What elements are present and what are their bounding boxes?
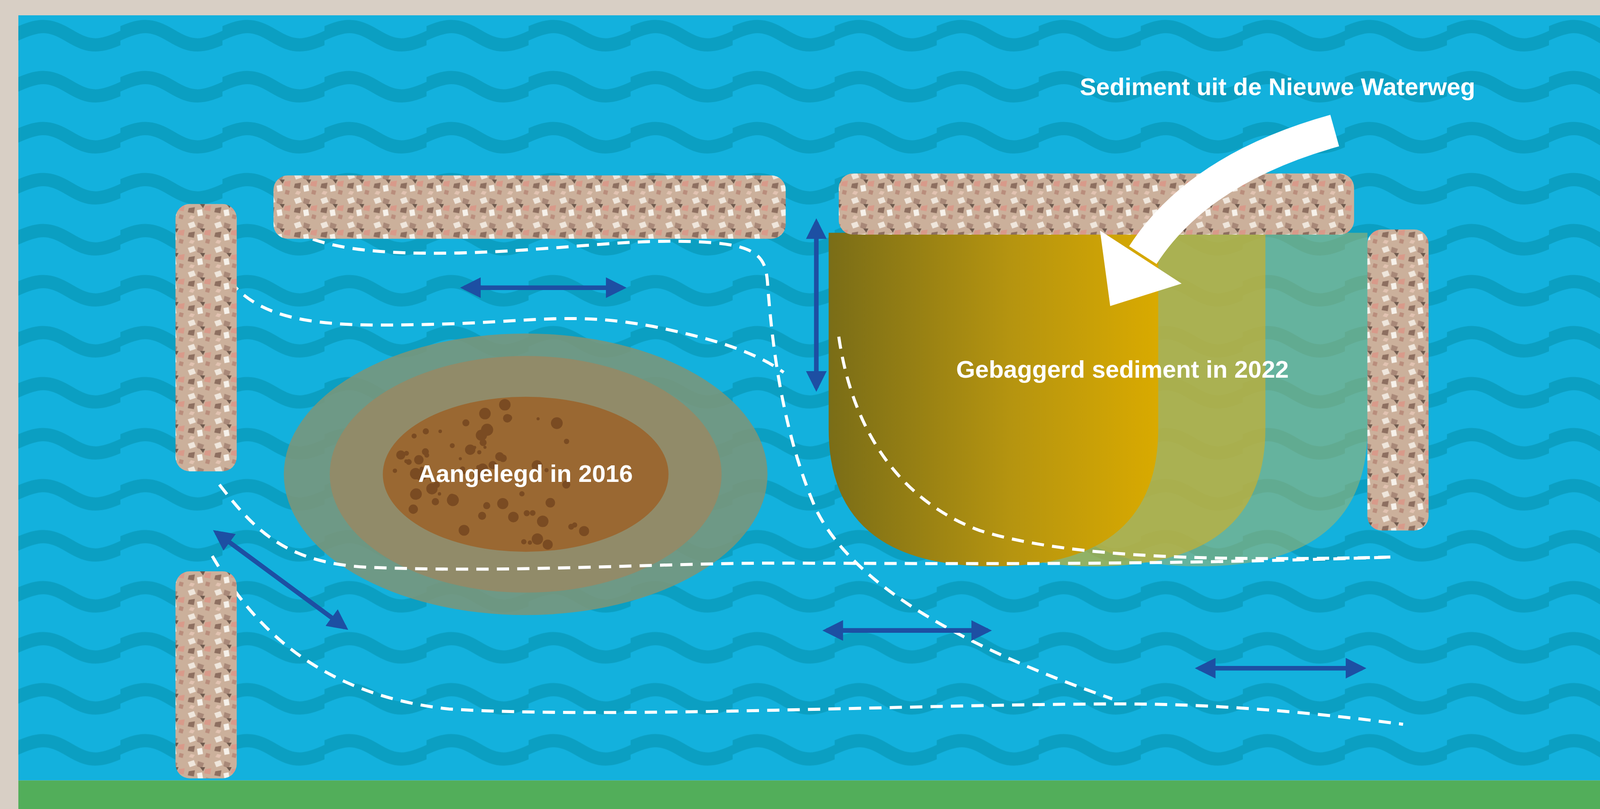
sand-dot xyxy=(523,510,530,517)
flow-lines xyxy=(212,219,1404,725)
breakwater xyxy=(838,173,1354,235)
sand-dot xyxy=(477,450,482,455)
dredged-sediment-area: Gebaggerd sediment in 2022 xyxy=(826,230,1370,569)
sand-dot xyxy=(531,533,544,545)
sand-dot xyxy=(478,407,491,420)
sand-dot xyxy=(405,459,412,465)
sand-dot xyxy=(408,504,418,514)
arrow-head xyxy=(1100,230,1182,307)
sand-dot xyxy=(499,399,511,411)
sand-dot xyxy=(392,468,397,474)
sand-dot xyxy=(507,512,519,523)
sea xyxy=(18,15,1600,781)
sand-dot xyxy=(536,417,540,421)
sand-dot xyxy=(462,419,470,427)
source-label: Sediment uit de Nieuwe Waterweg xyxy=(1080,71,1476,102)
island-ring xyxy=(382,396,669,553)
sand-dot xyxy=(449,443,455,448)
sand-dot xyxy=(496,498,509,510)
sand-dot xyxy=(438,429,442,434)
area-label: Gebaggerd sediment in 2022 xyxy=(956,354,1289,384)
flow-line xyxy=(229,280,784,373)
sand-dot xyxy=(550,417,563,430)
built-area: Aangelegd in 2016 xyxy=(281,331,770,618)
sand-dot xyxy=(567,523,574,530)
breakwaters xyxy=(175,173,1429,779)
sand-dot xyxy=(478,512,486,520)
sand-dot xyxy=(563,438,569,445)
sand-dot xyxy=(403,451,409,456)
shore xyxy=(18,780,1600,809)
sediment-shape xyxy=(826,230,1370,569)
sediment-arrow xyxy=(1100,130,1335,306)
sand-dot xyxy=(482,502,490,510)
breakwater xyxy=(1367,229,1429,531)
sand-dot xyxy=(422,428,429,435)
sand-dot xyxy=(480,423,493,437)
sand-dot xyxy=(396,450,406,460)
waves xyxy=(18,15,1600,781)
flow-line xyxy=(277,219,1113,699)
current-arrow xyxy=(216,532,346,628)
island-ring xyxy=(329,355,722,593)
sand-dot xyxy=(431,498,439,506)
arrow-shaft xyxy=(1142,130,1335,255)
sand-dot xyxy=(411,433,417,439)
flow-line xyxy=(212,556,1404,725)
sand-dot xyxy=(458,525,470,537)
sand-dot xyxy=(423,452,429,458)
current-arrow xyxy=(826,628,989,633)
flow-line xyxy=(838,336,1393,559)
breakwater xyxy=(273,175,786,239)
sand-dot xyxy=(527,540,533,546)
island-ring xyxy=(283,333,768,616)
sand-dot xyxy=(520,539,527,545)
current-arrow xyxy=(464,285,623,291)
sand-dot xyxy=(578,526,589,537)
breakwater xyxy=(175,571,237,779)
sand-dot xyxy=(472,446,476,450)
sand-dot xyxy=(483,445,487,449)
sand-dot xyxy=(545,498,555,508)
sediment-layer xyxy=(828,232,1159,567)
current-arrow xyxy=(813,222,819,388)
flow-line xyxy=(219,484,1393,570)
breakwater xyxy=(175,204,237,472)
current-arrows xyxy=(216,222,1363,669)
sand-dot xyxy=(410,488,422,500)
area-label: Aangelegd in 2016 xyxy=(418,458,633,489)
current-arrow xyxy=(1199,666,1363,671)
sand-dot xyxy=(542,539,553,550)
sand-dot xyxy=(446,494,459,506)
sand-dot xyxy=(505,414,513,422)
sand-dot xyxy=(437,492,442,496)
sand-dot xyxy=(529,510,536,517)
sand-dot xyxy=(519,491,525,497)
sand-dot xyxy=(536,515,549,527)
